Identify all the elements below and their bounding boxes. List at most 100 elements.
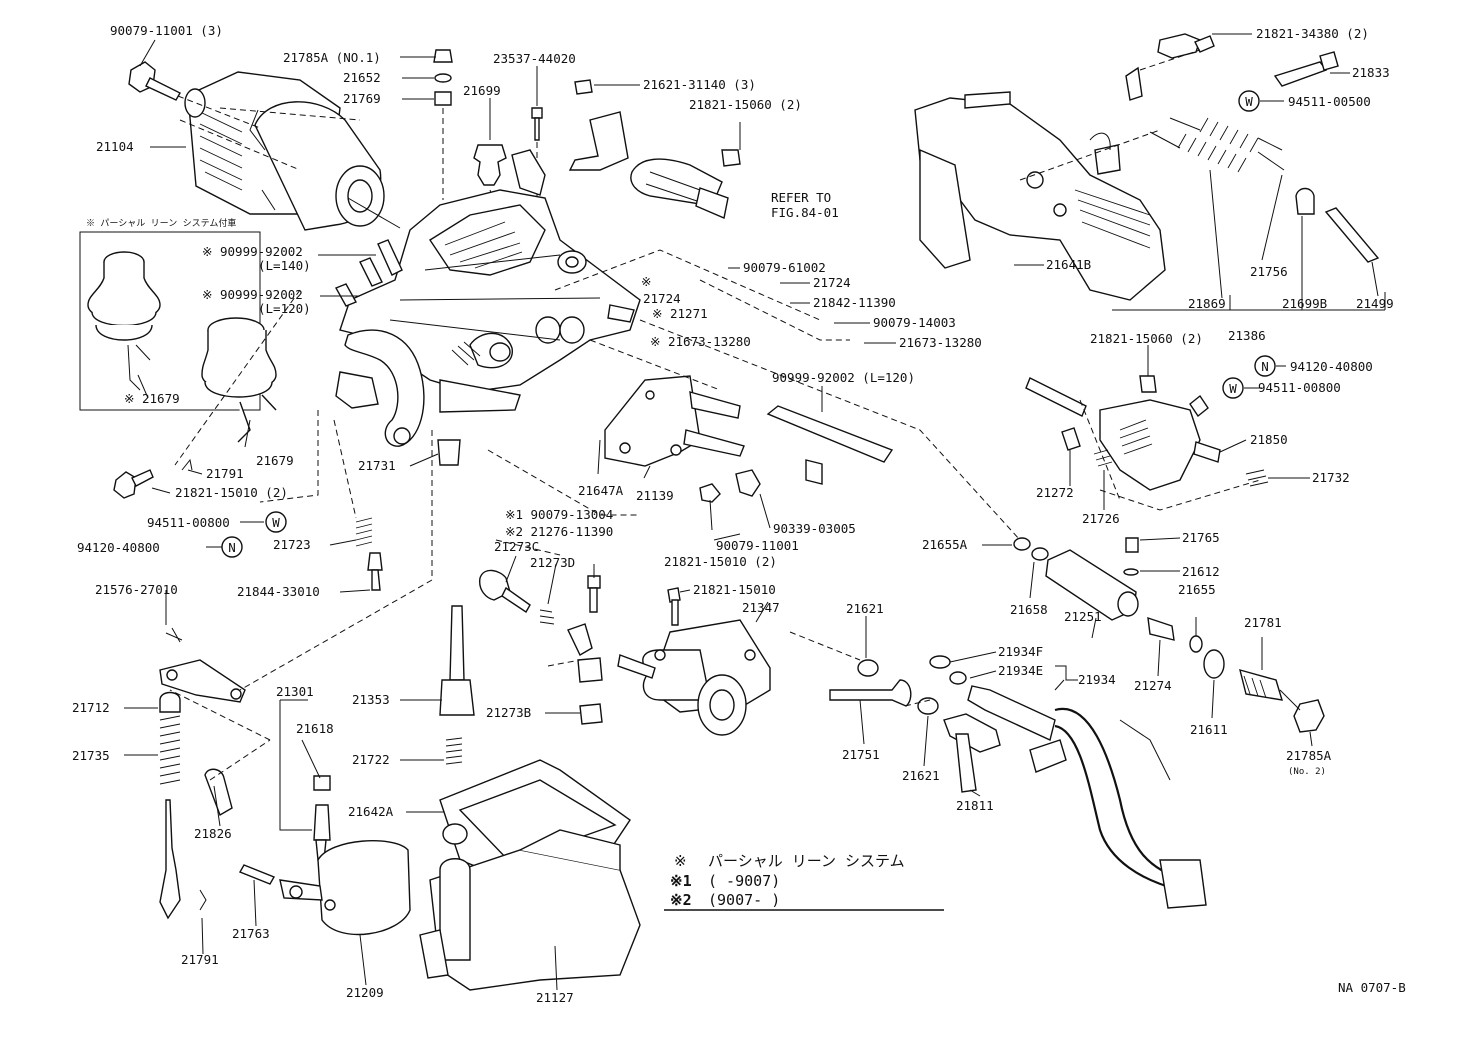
float-bowl-21127 — [419, 829, 641, 991]
actuator-21347 — [617, 587, 771, 736]
parts-21751 — [789, 631, 1001, 793]
label-21642A: 21642A — [348, 804, 394, 819]
label-21673-13280-mark: ※ 21673-13280 — [650, 334, 751, 349]
label-94511-00800-right: 94511-00800 — [1258, 380, 1341, 395]
hoses-90999 — [335, 239, 403, 307]
label-21272: 21272 — [1036, 485, 1074, 500]
label-21611: 21611 — [1190, 722, 1228, 737]
label-21850: 21850 — [1250, 432, 1288, 447]
part-labels: 90079-11001 (3) 21785A (NO.1) 21652 2176… — [72, 23, 1394, 1005]
label-21769: 21769 — [343, 91, 381, 106]
label-21723: 21723 — [273, 537, 311, 552]
badge-washer-3: W — [1222, 377, 1244, 399]
label-21756: 21756 — [1250, 264, 1288, 279]
spring-21723 — [333, 419, 383, 591]
label-mark-21724: ※ — [641, 274, 651, 289]
badge-washer-2-text: W — [1245, 94, 1253, 109]
label-21127: 21127 — [536, 990, 574, 1005]
inset-partial-lean — [79, 231, 261, 411]
label-90079-14003: 90079-14003 — [873, 315, 956, 330]
label-21934E: 21934E — [998, 663, 1043, 678]
label-90079-11001-3: 90079-11001 (3) — [110, 23, 223, 38]
badge-washer-1-text: W — [272, 515, 280, 530]
badge-nut-1: N — [221, 536, 243, 558]
legend-mark-1: ※1 — [670, 872, 692, 890]
label-21612: 21612 — [1182, 564, 1220, 579]
label-21655: 21655 — [1178, 582, 1216, 597]
badge-nut-2-text: N — [1261, 359, 1269, 374]
label-21273C: 21273C — [494, 539, 539, 554]
label-21722: 21722 — [352, 752, 390, 767]
legend-mark-0: ※ — [674, 852, 687, 870]
part-21353 — [439, 605, 475, 765]
label-21751: 21751 — [842, 747, 880, 762]
label-l120: (L=120) — [258, 301, 311, 316]
label-21712: 21712 — [72, 700, 110, 715]
assembly-dashed-lines — [169, 49, 1201, 781]
label-90079-11001: 90079-11001 — [716, 538, 799, 553]
springs-21869 — [1112, 33, 1386, 311]
sensor-refer-fig84 — [630, 149, 741, 219]
label-21735: 21735 — [72, 748, 110, 763]
label-21209: 21209 — [346, 985, 384, 1000]
bracket-21647A — [604, 375, 745, 467]
label-21679: 21679 — [256, 453, 294, 468]
badge-washer-3-text: W — [1229, 381, 1237, 396]
label-21731: 21731 — [358, 458, 396, 473]
label-94120-40800-right: 94120-40800 — [1290, 359, 1373, 374]
label-21621-31140-3: 21621-31140 (3) — [643, 77, 756, 92]
legend-mark-2: ※2 — [670, 891, 692, 909]
figure-code: NA 0707-B — [1338, 980, 1406, 995]
label-21699: 21699 — [463, 83, 501, 98]
label-21139: 21139 — [636, 488, 674, 503]
label-90999-92002-l120-hose: 90999-92002 (L=120) — [772, 370, 915, 385]
solenoid-21934 — [929, 655, 1207, 909]
label-90339-03005: 90339-03005 — [773, 521, 856, 536]
label-21658: 21658 — [1010, 602, 1048, 617]
legend-text-1: ( -9007) — [708, 872, 780, 890]
label-21276-11390: ※2 21276-11390 — [505, 524, 613, 539]
label-94511-00500: 94511-00500 — [1288, 94, 1371, 109]
leader-lines — [124, 33, 1379, 991]
badge-nut-1-text: N — [228, 540, 236, 555]
carburetor-main-body — [339, 189, 641, 413]
bolt-90079-11001-top — [128, 61, 261, 129]
label-21499: 21499 — [1356, 296, 1394, 311]
label-21724-right: 21724 — [813, 275, 851, 290]
label-21104: 21104 — [96, 139, 134, 154]
throttle-lever-21731 — [335, 329, 461, 466]
label-21273B: 21273B — [486, 705, 531, 720]
label-21724-left: 21724 — [643, 291, 681, 306]
label-21699B: 21699B — [1282, 296, 1327, 311]
label-refer-to: REFER TO — [771, 190, 831, 205]
label-21821-15060-2-right: 21821-15060 (2) — [1090, 331, 1203, 346]
label-21763: 21763 — [232, 926, 270, 941]
part-21104-motor — [184, 71, 401, 231]
diaphragm-21679 — [201, 317, 277, 443]
label-21821-15010-2-center: 21821-15010 (2) — [664, 554, 777, 569]
parts-artwork — [79, 33, 1386, 991]
label-21869: 21869 — [1188, 296, 1226, 311]
label-21347: 21347 — [742, 600, 780, 615]
label-21765: 21765 — [1182, 530, 1220, 545]
label-21821-15060-2-top: 21821-15060 (2) — [689, 97, 802, 112]
label-21647A: 21647A — [578, 483, 624, 498]
assembly-21850 — [1025, 375, 1269, 511]
label-21826: 21826 — [194, 826, 232, 841]
label-21821-15010: 21821-15010 — [693, 582, 776, 597]
label-21811: 21811 — [956, 798, 994, 813]
label-21732: 21732 — [1312, 470, 1350, 485]
fittings-21251 — [1013, 537, 1325, 733]
label-21301: 21301 — [276, 684, 314, 699]
label-21791-lower: 21791 — [181, 952, 219, 967]
label-21652: 21652 — [343, 70, 381, 85]
label-90999-92002-l140: ※ 90999-92002 — [202, 244, 303, 259]
part-stack-21785A — [433, 49, 453, 200]
label-21781: 21781 — [1244, 615, 1282, 630]
label-21271: ※ 21271 — [652, 306, 708, 321]
label-21821-34380-2: 21821-34380 (2) — [1256, 26, 1369, 41]
label-21251: 21251 — [1064, 609, 1102, 624]
label-21353: 21353 — [352, 692, 390, 707]
